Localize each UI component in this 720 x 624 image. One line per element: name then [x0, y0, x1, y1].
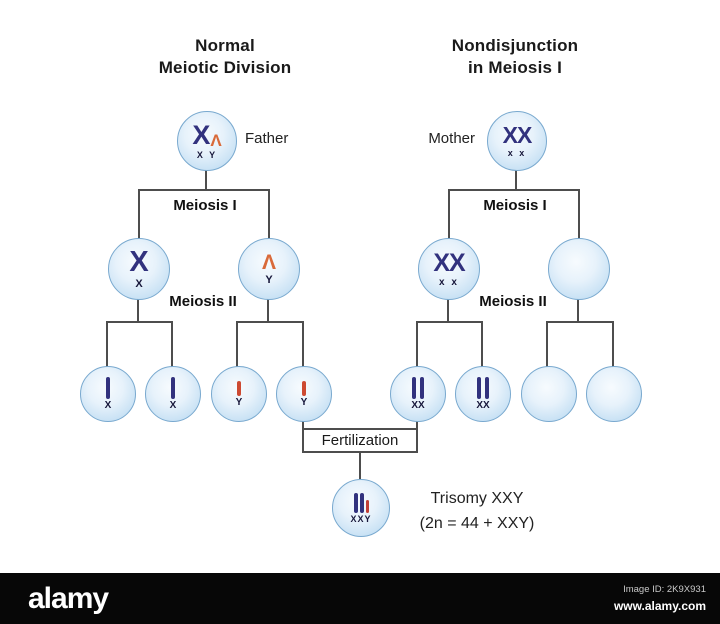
connector-line — [481, 321, 483, 367]
cell-gamete-x2: X — [145, 366, 201, 422]
cell-gamete-xx2: XX — [455, 366, 511, 422]
cell-meiosis1-empty — [548, 238, 610, 300]
alamy-website-text: www.alamy.com — [613, 598, 706, 613]
connector-line — [137, 297, 139, 323]
x-chromosome-glyph: X — [192, 120, 211, 150]
cell-label-y: Y — [300, 396, 308, 408]
alamy-footer-bar: alamy Image ID: 2K9X931 www.alamy.com — [0, 573, 720, 624]
cell-label-x: X — [104, 400, 112, 411]
connector-line — [268, 189, 270, 239]
chromatid-bar — [420, 377, 424, 399]
alamy-logo: alamy — [28, 581, 109, 615]
connector-line — [578, 189, 580, 239]
cell-label-xxy: XXY — [350, 513, 372, 524]
cell-meiosis1-y: Λ Y — [238, 238, 300, 300]
chromatid-bar — [302, 380, 306, 396]
footer-info: Image ID: 2K9X931 www.alamy.com — [614, 584, 706, 613]
trisomy-caption-line2: (2n = 44 + XXY) — [419, 515, 535, 532]
father-chromosome-label: X Y — [196, 150, 218, 160]
chromatid-bar — [359, 492, 364, 513]
connector-line — [205, 169, 207, 191]
connector-line — [448, 189, 450, 239]
trisomy-caption-line1: Trisomy XXY — [430, 490, 524, 507]
connector-line — [236, 321, 304, 323]
cell-meiosis1-xx: XX x x — [418, 238, 480, 300]
xx-chromosome-glyph: XX — [433, 248, 465, 277]
cell-mother: XX x x — [487, 111, 547, 171]
chromatid-bar — [412, 377, 416, 399]
chromatid-pair — [477, 377, 489, 399]
right-panel-title: Nondisjunction in Meiosis I — [385, 35, 645, 79]
father-chromosomes: X Λ — [192, 120, 222, 150]
chromatid-bar — [485, 377, 489, 399]
meiosis1-label-right: Meiosis I — [483, 197, 547, 214]
connector-line — [612, 321, 614, 367]
meiosis2-label-right: Meiosis II — [479, 293, 547, 310]
left-title-line1: Normal — [195, 36, 255, 55]
cell-gamete-empty1 — [521, 366, 577, 422]
chromatid-bar — [171, 377, 175, 399]
xx-chromosome-glyph: XX — [502, 122, 533, 148]
cell-label-xx: XX — [411, 400, 425, 411]
fertilization-label: Fertilization — [321, 432, 399, 449]
connector-line — [447, 297, 449, 323]
trisomy-chromatids — [353, 492, 369, 513]
meiosis1-label-left: Meiosis I — [173, 197, 237, 214]
image-id-text: Image ID: 2K9X931 — [623, 584, 706, 596]
connector-line — [302, 420, 304, 430]
y-chromosome-glyph: Λ — [210, 131, 222, 150]
meiosis2-label-left: Meiosis II — [169, 293, 237, 310]
connector-line — [138, 189, 270, 191]
connector-line — [302, 321, 304, 367]
connector-line — [359, 452, 361, 479]
connector-line — [267, 297, 269, 323]
connector-line — [577, 297, 579, 323]
connector-line — [416, 420, 418, 430]
result-caption: Trisomy XXY (2n = 44 + XXY) — [398, 486, 556, 536]
connector-line — [236, 321, 238, 367]
cell-gamete-y1: Y — [211, 366, 267, 422]
cell-label-x: X — [169, 400, 177, 411]
connector-line — [546, 321, 548, 367]
y-chromosome-glyph: Λ — [261, 251, 276, 274]
left-title-line2: Meiotic Division — [158, 58, 292, 77]
cell-gamete-x1: X — [80, 366, 136, 422]
connector-line — [546, 321, 614, 323]
chromatid-bar — [365, 499, 369, 513]
mother-label: Mother — [428, 130, 475, 147]
connector-line — [416, 321, 418, 367]
cell-label-xx: XX — [476, 400, 490, 411]
right-title-line1: Nondisjunction — [451, 36, 579, 55]
father-label: Father — [245, 130, 289, 147]
chromatid-pair — [412, 377, 424, 399]
chromatid-bar — [106, 377, 110, 399]
cell-gamete-y2: Y — [276, 366, 332, 422]
chromatid-bar — [237, 380, 241, 396]
cell-label-x: X — [135, 278, 143, 290]
connector-line — [448, 189, 580, 191]
fertilization-box: Fertilization — [302, 428, 418, 453]
connector-line — [416, 321, 483, 323]
connector-line — [515, 169, 517, 191]
connector-line — [138, 189, 140, 239]
cell-meiosis1-x: X X — [108, 238, 170, 300]
chromatid-bar — [477, 377, 481, 399]
cell-label-y: Y — [265, 274, 273, 286]
chromatid-bar — [353, 492, 358, 513]
cell-label-y: Y — [235, 396, 243, 408]
right-title-line2: in Meiosis I — [467, 58, 563, 77]
cell-trisomy-xxy: XXY — [332, 479, 390, 537]
connector-line — [106, 321, 173, 323]
cell-label-xx: x x — [439, 276, 459, 288]
connector-line — [171, 321, 173, 367]
mother-chromosome-label: x x — [507, 148, 527, 158]
left-panel-title: Normal Meiotic Division — [95, 35, 355, 79]
connector-line — [106, 321, 108, 367]
cell-father: X Λ X Y — [177, 111, 237, 171]
x-chromosome-glyph: X — [129, 246, 149, 278]
cell-gamete-xx1: XX — [390, 366, 446, 422]
cell-gamete-empty2 — [586, 366, 642, 422]
